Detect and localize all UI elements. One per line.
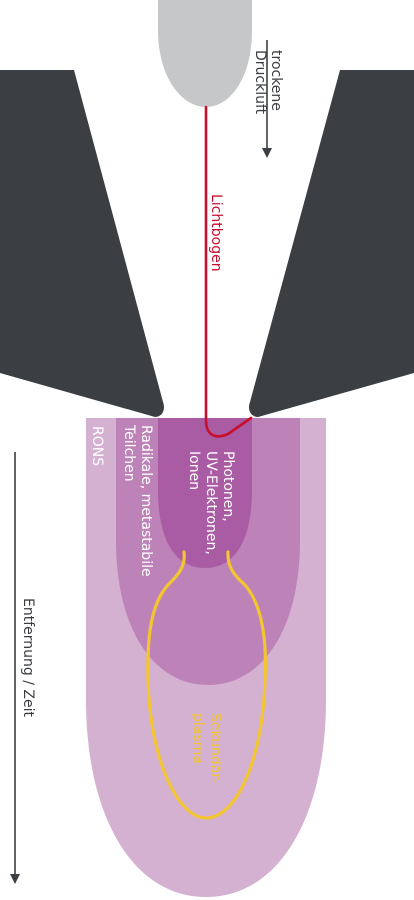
air-label-line2: Druckluft <box>252 50 268 115</box>
nozzle-tip <box>158 0 252 107</box>
air-flow-arrow <box>262 40 272 158</box>
arc-label: Lichtbogen <box>208 194 224 272</box>
inner-zone-label-line3: Ionen <box>186 451 202 490</box>
distance-label: Entfernung / Zeit <box>20 598 36 717</box>
inner-zone-label-line1: Photonen, <box>220 451 236 522</box>
distance-arrow <box>10 452 20 884</box>
ions-zone <box>158 418 252 568</box>
inner-zone-label-line2: UV-Elektronen, <box>203 451 219 555</box>
right-electrode <box>248 70 414 417</box>
middle-zone-label-line1: Radikale, metastabile <box>138 425 154 577</box>
electric-arc <box>204 105 253 438</box>
left-electrode <box>0 70 165 417</box>
outer-zone-label: RONS <box>89 426 105 466</box>
secondary-plasma-loop <box>146 550 267 820</box>
secondary-plasma-label-line1: Sekundär- <box>207 713 223 783</box>
secondary-plasma-label-line2: plasma <box>190 713 206 764</box>
middle-zone-label-line2: Teilchen <box>121 424 137 482</box>
air-label-line1: trockene <box>268 50 284 111</box>
